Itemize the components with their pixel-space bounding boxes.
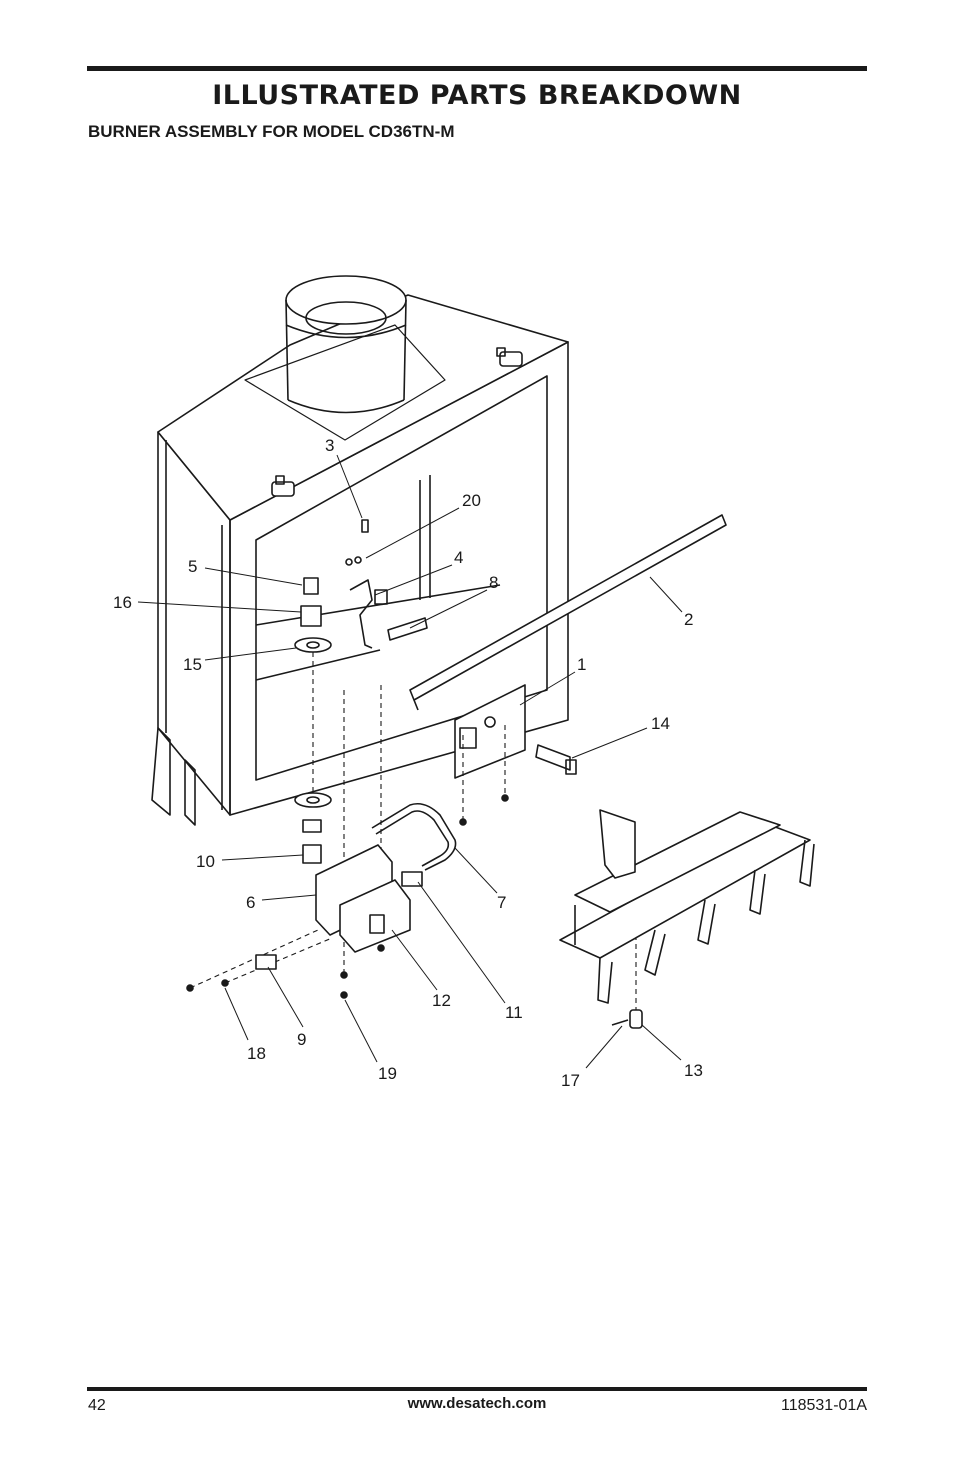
callout-14: 14	[651, 714, 670, 733]
callout-19: 19	[378, 1064, 397, 1083]
callout-labels: 3 20 5 4 8 16 2 15 1 14 10 6 7 12 11 9 1…	[113, 436, 703, 1090]
callout-6: 6	[246, 893, 255, 912]
leader-lines	[137, 454, 683, 1069]
callout-4: 4	[454, 548, 463, 567]
document-number: 118531-01A	[781, 1397, 867, 1414]
callout-17: 17	[561, 1071, 580, 1090]
fittings-left	[294, 577, 332, 864]
burner-assembly	[559, 809, 815, 1004]
pilot-assembly	[345, 519, 428, 649]
callout-5: 5	[188, 557, 197, 576]
latch-right	[496, 347, 523, 367]
callout-16: 16	[113, 593, 132, 612]
callout-8: 8	[489, 573, 498, 592]
part-14-igniter	[535, 744, 577, 775]
part-7-tube	[371, 802, 457, 871]
part-1-bracket	[454, 684, 526, 779]
part-2-rail	[409, 514, 727, 711]
vent-collar	[285, 275, 407, 414]
latch-left	[271, 475, 295, 497]
website-link[interactable]: www.desatech.com	[407, 1395, 547, 1412]
callout-18: 18	[247, 1044, 266, 1063]
callout-1: 1	[577, 655, 586, 674]
screws	[186, 794, 509, 999]
callout-3: 3	[325, 436, 334, 455]
callout-13: 13	[684, 1061, 703, 1080]
bottom-rule	[87, 1387, 867, 1391]
callout-20: 20	[462, 491, 481, 510]
callout-2: 2	[684, 610, 693, 629]
top-rule	[87, 66, 867, 71]
burner-bracket	[611, 1009, 643, 1029]
callout-12: 12	[432, 991, 451, 1010]
gas-valve-assembly	[255, 844, 423, 970]
callout-11: 11	[505, 1003, 523, 1022]
callout-7: 7	[497, 893, 506, 912]
page-number: 42	[88, 1397, 106, 1414]
fireplace-housing	[151, 294, 569, 826]
page-title: ILLUSTRATED PARTS BREAKDOWN	[212, 80, 742, 111]
callout-9: 9	[297, 1030, 306, 1049]
page-subtitle: BURNER ASSEMBLY FOR MODEL CD36TN-M	[88, 122, 455, 141]
callout-15: 15	[183, 655, 202, 674]
callout-10: 10	[196, 852, 215, 871]
